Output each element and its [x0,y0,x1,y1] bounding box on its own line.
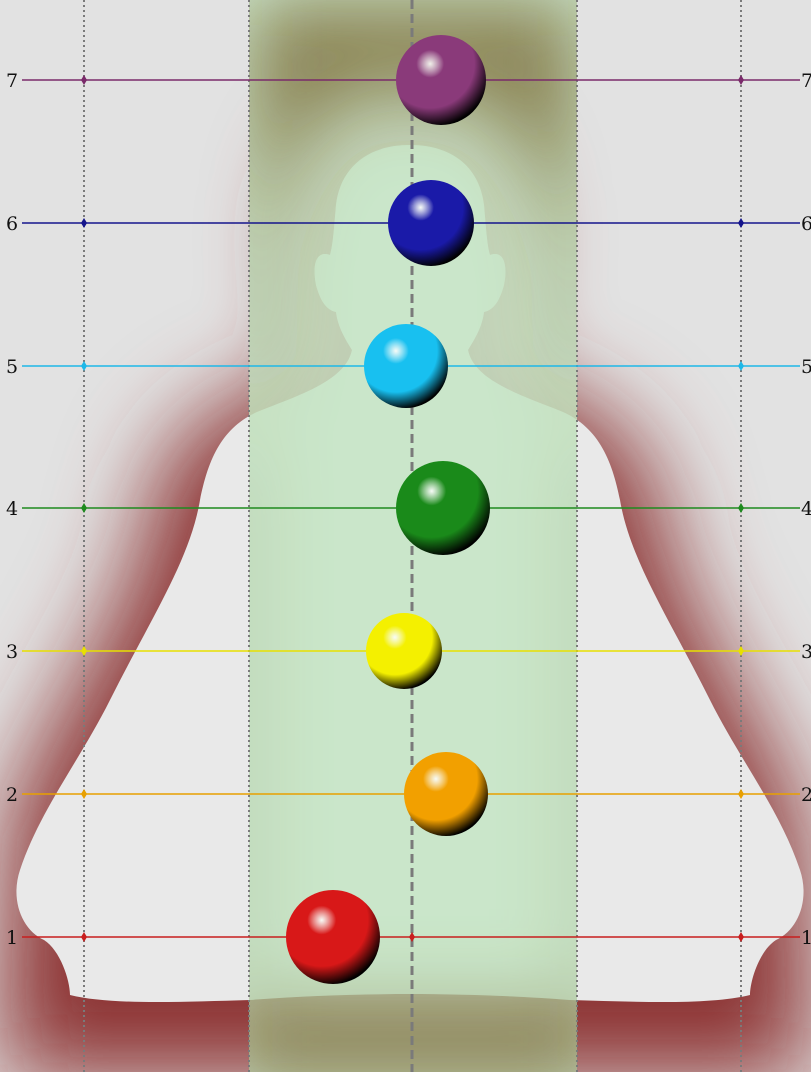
chakra-sphere-3 [366,613,442,689]
level-label-left-1: 1 [6,927,18,949]
level-label-right-2: 2 [801,784,811,806]
level-label-right-5: 5 [801,356,811,378]
chakra-sphere-4 [396,461,490,555]
chakra-sphere-5 [364,324,448,408]
bottom-edge [0,1072,811,1079]
chakra-sphere-2 [404,752,488,836]
level-label-right-7: 7 [801,70,811,92]
level-label-left-7: 7 [6,70,18,92]
level-label-right-4: 4 [801,498,811,520]
level-label-left-3: 3 [6,641,18,663]
level-label-right-3: 3 [801,641,811,663]
level-label-left-2: 2 [6,784,18,806]
level-label-left-4: 4 [6,498,18,520]
level-label-left-5: 5 [6,356,18,378]
chakra-sphere-6 [388,180,474,266]
level-label-right-1: 1 [801,927,811,949]
level-label-right-6: 6 [801,213,811,235]
level-label-left-6: 6 [6,213,18,235]
chakra-sphere-7 [396,35,486,125]
chakra-sphere-1 [286,890,380,984]
